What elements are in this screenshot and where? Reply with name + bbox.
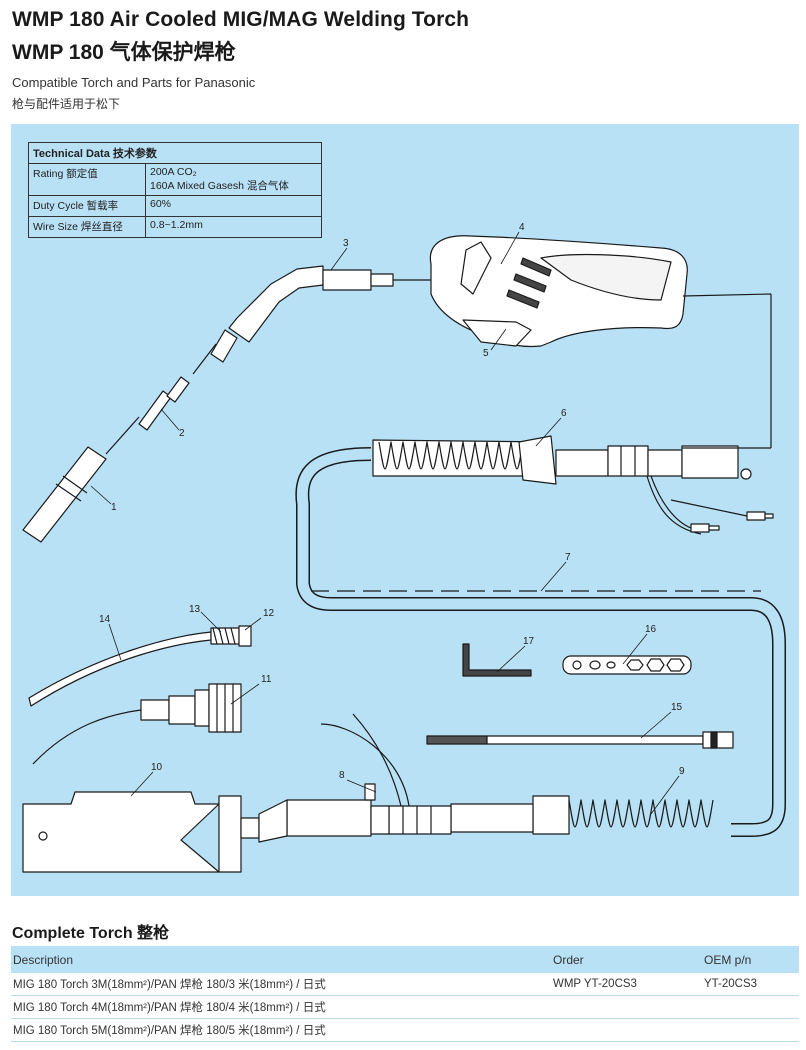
table-row: MIG 180 Torch 3M(18mm²)/PAN 焊枪 180/3 米(1… [11,973,799,996]
callout-6: 6 [561,408,567,419]
tech-value: 0.8~1.2mm [145,216,322,238]
part-allen-key [462,643,532,677]
part-contact-tip [105,376,190,455]
order-cell [551,995,702,1019]
callout-leaders [90,231,680,815]
part-handle [429,235,688,348]
callout-8: 8 [339,770,345,781]
column-header-description: Description [11,946,551,973]
table-row: MIG 180 Torch 5M(18mm²)/PAN 焊枪 180/5 米(1… [11,1018,799,1042]
part-rear-spring [286,713,714,837]
tech-value-line: 200A CO₂ [150,166,197,178]
description-cell: MIG 180 Torch 4M(18mm²)/PAN 焊枪 180/4 米(1… [11,995,551,1019]
callout-14: 14 [99,614,111,625]
oem-cell: YT-20CS3 [702,973,799,996]
tech-label: Rating 额定值 [28,163,146,196]
callout-11: 11 [261,674,272,685]
tech-value: 60% [145,195,322,217]
part-cable-connector [32,683,242,765]
part-euro-connector [22,791,288,873]
description-cell: MIG 180 Torch 3M(18mm²)/PAN 焊枪 180/3 米(1… [11,973,551,996]
callout-1: 1 [111,502,117,513]
callout-5: 5 [483,348,489,359]
part-cleaning-brush [426,731,734,749]
page-title: WMP 180 Air Cooled MIG/MAG Welding Torch [12,8,470,31]
callout-12: 12 [263,608,275,619]
callout-7: 7 [565,552,571,563]
part-swan-neck [192,265,431,375]
callout-17: 17 [523,636,535,647]
callout-3: 3 [343,238,349,249]
exploded-parts-diagram: 1 2 3 4 5 6 7 8 9 10 11 12 13 14 15 16 1… [11,124,799,896]
callout-9: 9 [679,766,685,777]
order-cell: WMP YT-20CS3 [551,973,702,996]
oem-cell [702,1018,799,1042]
torch-drawing: 1 2 3 4 5 6 7 8 9 10 11 12 13 14 15 16 1… [22,222,786,873]
table-row: Wire Size 焊丝直径 0.8~1.2mm [28,216,322,238]
callout-15: 15 [671,702,683,713]
part-cable-spring [295,293,786,837]
compatibility-note-cn: 枪与配件适用于松下 [12,97,121,111]
table-header-row: Description Order OEM p/n [11,946,799,973]
description-cell: MIG 180 Torch 5M(18mm²)/PAN 焊枪 180/5 米(1… [11,1018,551,1042]
column-header-oem: OEM p/n [702,946,799,973]
column-header-order: Order [551,946,702,973]
table-row: MIG 180 Torch 4M(18mm²)/PAN 焊枪 180/4 米(1… [11,995,799,1019]
oem-cell [702,995,799,1019]
tech-value-line: 160A Mixed Gasesh 混合气体 [150,180,289,192]
callout-13: 13 [189,604,201,615]
callout-labels: 1 2 3 4 5 6 7 8 9 10 11 12 13 14 15 16 1… [99,222,685,781]
callout-4: 4 [519,222,525,233]
technical-data-table: Technical Data 技术参数 Rating 额定值 200A CO₂ … [28,142,322,238]
tech-value: 200A CO₂ 160A Mixed Gasesh 混合气体 [145,163,322,196]
callout-2: 2 [179,428,185,439]
part-nozzle [22,446,107,543]
complete-torch-table: Description Order OEM p/n MIG 180 Torch … [11,946,799,1042]
table-row: Duty Cycle 暂载率 60% [28,195,322,217]
callout-10: 10 [151,762,163,773]
tech-label: Duty Cycle 暂载率 [28,195,146,217]
order-cell [551,1018,702,1042]
table-row: Rating 额定值 200A CO₂ 160A Mixed Gasesh 混合… [28,163,322,196]
page-title-cn: WMP 180 气体保护焊枪 [12,41,236,64]
complete-torch-title: Complete Torch 整枪 [12,925,170,942]
compatibility-note: Compatible Torch and Parts for Panasonic [12,75,256,90]
tech-label: Wire Size 焊丝直径 [28,216,146,238]
part-liner [28,625,252,707]
part-spanner [562,655,692,675]
callout-16: 16 [645,624,657,635]
technical-data-header: Technical Data 技术参数 [28,142,322,164]
